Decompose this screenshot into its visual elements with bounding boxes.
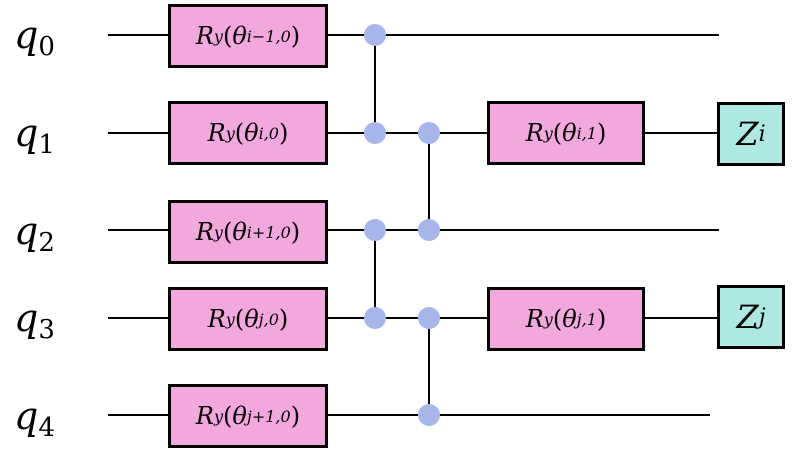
control-dot xyxy=(364,219,386,241)
cz-gate-q1-q2 xyxy=(418,122,440,241)
control-dot xyxy=(364,307,386,329)
control-dot xyxy=(418,404,440,426)
cz-gate-q0-q1 xyxy=(364,24,386,144)
qubit-label-q3: q3 xyxy=(14,296,55,345)
control-dot xyxy=(364,24,386,46)
control-dot xyxy=(418,122,440,144)
qubit-label-q2: q2 xyxy=(14,209,55,258)
qubit-label-q1: q1 xyxy=(14,111,55,160)
qubit-label-q4: q4 xyxy=(14,394,55,443)
control-dot xyxy=(364,122,386,144)
cz-gate-q2-q3 xyxy=(364,219,386,329)
control-dot xyxy=(418,219,440,241)
cz-gate-q3-q4 xyxy=(418,307,440,426)
qubit-label-q0: q0 xyxy=(14,13,55,62)
control-dot xyxy=(418,307,440,329)
